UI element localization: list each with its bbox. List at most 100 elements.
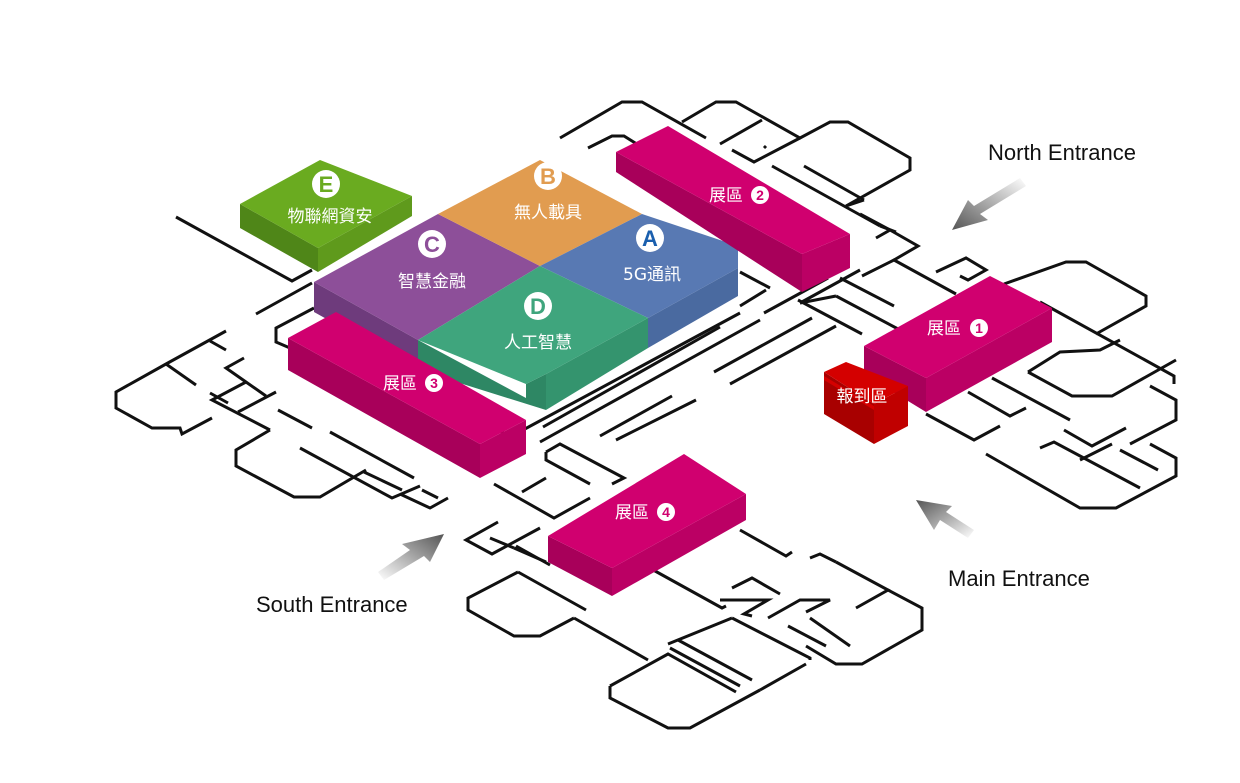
wall-line xyxy=(805,588,924,666)
south-entrance-label: South Entrance xyxy=(256,592,408,617)
wall-line xyxy=(985,442,1178,510)
wall-line xyxy=(845,198,865,208)
registration-top xyxy=(824,362,908,404)
wall-line xyxy=(513,546,547,564)
hall-4-label: 展區 xyxy=(615,503,649,523)
hall-1-number-badge xyxy=(970,319,988,337)
hall-1-top xyxy=(864,276,1052,378)
zone-e-name: 物聯網資安 xyxy=(288,207,373,227)
wall-line xyxy=(1039,300,1176,384)
wall-line xyxy=(839,276,895,308)
registration-front xyxy=(824,376,874,410)
zone-a-label-group: A 5G通訊 xyxy=(623,224,681,285)
wall-line xyxy=(466,570,575,638)
zone-e-block[interactable] xyxy=(240,160,412,272)
wall-line xyxy=(542,325,721,429)
wall-line xyxy=(223,356,267,398)
wall-line xyxy=(835,560,892,610)
wall-line xyxy=(803,164,865,202)
wall-line xyxy=(1003,260,1148,336)
wall-line xyxy=(234,428,367,499)
zone-c-letter: C xyxy=(424,232,440,257)
zone-d-block[interactable] xyxy=(418,266,648,410)
wall-line xyxy=(114,329,227,437)
hall-1-block[interactable] xyxy=(864,276,1052,412)
wall-line xyxy=(209,339,227,352)
wall-line xyxy=(767,598,831,620)
wall-line xyxy=(787,624,827,648)
wall-line xyxy=(1039,440,1141,490)
registration-label: 報到區 xyxy=(837,387,888,407)
wall-line xyxy=(739,270,771,290)
north-entrance[interactable]: North Entrance xyxy=(952,140,1136,230)
hall-4-label-group: 展區 4 xyxy=(615,503,675,523)
registration-block[interactable] xyxy=(824,362,908,444)
wall-line xyxy=(797,298,863,336)
hall-4-right-face xyxy=(612,494,746,596)
zone-d-top xyxy=(418,266,648,384)
wall-line xyxy=(713,316,813,374)
wall-line xyxy=(1129,384,1178,446)
zone-b-label-group: B 無人載具 xyxy=(514,162,582,223)
wall-line xyxy=(967,390,1027,418)
zone-d-right-face xyxy=(546,318,648,410)
wall-line xyxy=(731,616,812,660)
wall-line xyxy=(889,228,921,262)
wall-line xyxy=(799,268,861,305)
wall-line xyxy=(762,144,768,150)
hall-2-left-face xyxy=(616,152,802,292)
zone-a-badge xyxy=(636,224,664,252)
hall-1-right-face xyxy=(926,308,1052,412)
wall-line xyxy=(521,476,547,494)
zone-b-badge xyxy=(534,162,562,190)
wall-line xyxy=(255,281,313,316)
zone-a-block[interactable] xyxy=(540,214,738,348)
south-arrow-icon xyxy=(378,534,444,580)
wall-line xyxy=(274,306,315,350)
wall-line xyxy=(1027,338,1121,374)
hall-4-number-badge xyxy=(657,503,675,521)
wall-line xyxy=(719,118,763,146)
hall-1-left-face xyxy=(864,346,926,412)
zone-e-left-face xyxy=(240,204,318,272)
wall-line xyxy=(462,520,541,556)
hall-2-right-face xyxy=(802,234,850,292)
registration-right-face xyxy=(874,386,908,444)
wall-line xyxy=(544,452,591,486)
zone-d-label-group: D 人工智慧 xyxy=(504,292,572,353)
wall-line xyxy=(615,398,697,442)
zone-e-right-face xyxy=(318,196,412,272)
zone-d-badge xyxy=(524,292,552,320)
wall-line xyxy=(399,492,449,510)
zone-b-block[interactable] xyxy=(438,160,642,266)
north-arrow-icon xyxy=(952,178,1026,230)
main-arrow-icon xyxy=(916,500,974,538)
zone-d-letter: D xyxy=(530,294,546,319)
south-entrance[interactable]: South Entrance xyxy=(256,534,444,617)
hall-2-block[interactable] xyxy=(616,126,850,292)
wall-line xyxy=(599,394,673,438)
wall-line xyxy=(739,528,793,558)
hall-3-number: 3 xyxy=(430,375,438,391)
wall-line xyxy=(809,552,837,564)
wall-line xyxy=(681,100,912,208)
hall-2-number-badge xyxy=(751,186,769,204)
hall-3-block[interactable] xyxy=(288,312,526,478)
wall-line xyxy=(729,324,837,386)
wall-line xyxy=(925,412,1001,442)
wall-line xyxy=(677,638,753,682)
hall-3-label: 展區 xyxy=(383,374,417,394)
wall-line xyxy=(608,686,761,730)
hall-2-label-group: 展區 2 xyxy=(709,186,769,206)
wall-line xyxy=(645,564,727,610)
main-entrance[interactable]: Main Entrance xyxy=(916,500,1090,591)
wall-line xyxy=(489,536,515,550)
wall-line xyxy=(1119,448,1159,472)
hall-4-left-face xyxy=(548,536,612,596)
hall-4-block[interactable] xyxy=(548,454,746,596)
main-entrance-label: Main Entrance xyxy=(948,566,1090,591)
wall-line xyxy=(237,390,277,414)
hall-2-top xyxy=(616,126,850,254)
wall-line xyxy=(809,616,851,648)
